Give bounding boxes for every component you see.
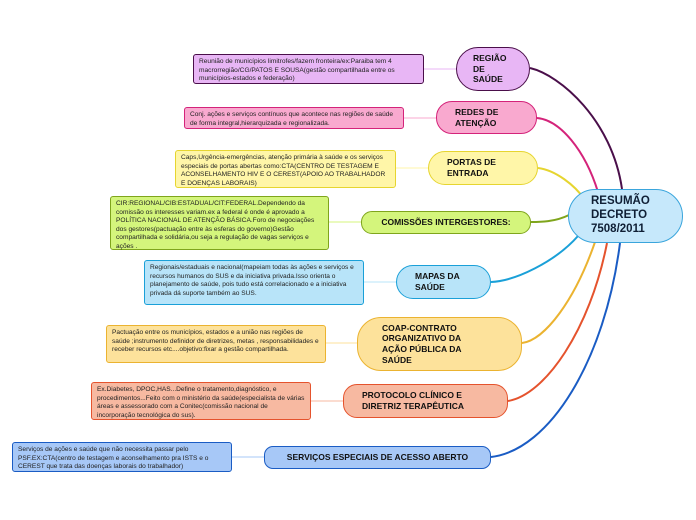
note-portas-de-entrada: Caps,Urgência-emergências, atenção primá… — [175, 150, 396, 188]
connector-center-protocolo — [507, 242, 608, 402]
branch-comissoes-intergestores[interactable]: COMISSÕES INTERGESTORES: — [361, 211, 531, 234]
note-servicos-especiais: Serviços de ações e saúde que não necess… — [12, 442, 232, 472]
connector-center-coap — [521, 241, 596, 344]
note-mapas-da-saude: Regionais/estaduais e nacional(mapeiam t… — [144, 260, 364, 305]
branch-portas-de-entrada[interactable]: PORTAS DE ENTRADA — [428, 151, 538, 185]
note-comissoes-intergestores: CIR:REGIONAL/CIB:ESTADUAL/CIT:FEDERAL.De… — [110, 196, 329, 250]
connector-center-comissoes — [530, 214, 570, 223]
connector-center-regiao — [529, 67, 623, 190]
central-topic[interactable]: RESUMÃO DECRETO 7508/2011 — [568, 189, 683, 243]
connector-center-mapas — [490, 235, 579, 283]
note-redes-de-atencao: Conj. ações e serviços contínuos que aco… — [184, 107, 404, 129]
connector-center-redes — [536, 117, 599, 193]
branch-mapas-da-saude[interactable]: MAPAS DA SAÚDE — [396, 265, 491, 299]
note-protocolo-clinico: Ex.Diabetes, DPOC,HAS...Define o tratame… — [91, 382, 311, 420]
branch-redes-de-atencao[interactable]: REDES DE ATENÇÃO — [436, 101, 537, 134]
note-regiao-de-saude: Reunião de municípios limitrofes/fazem f… — [193, 54, 424, 84]
branch-regiao-de-saude[interactable]: REGIÃO DE SAÚDE — [456, 47, 530, 91]
branch-protocolo-clinico[interactable]: PROTOCOLO CLÍNICO E DIRETRIZ TERAPÊUTICA — [343, 384, 508, 418]
connector-center-servicos — [490, 242, 621, 458]
note-coap: Pactuação entre os municípios, estados e… — [106, 325, 326, 363]
branch-servicos-especiais[interactable]: SERVIÇOS ESPECIAIS DE ACESSO ABERTO — [264, 446, 491, 469]
branch-coap[interactable]: COAP-CONTRATO ORGANIZATIVO DA AÇÃO PÚBLI… — [357, 317, 522, 371]
